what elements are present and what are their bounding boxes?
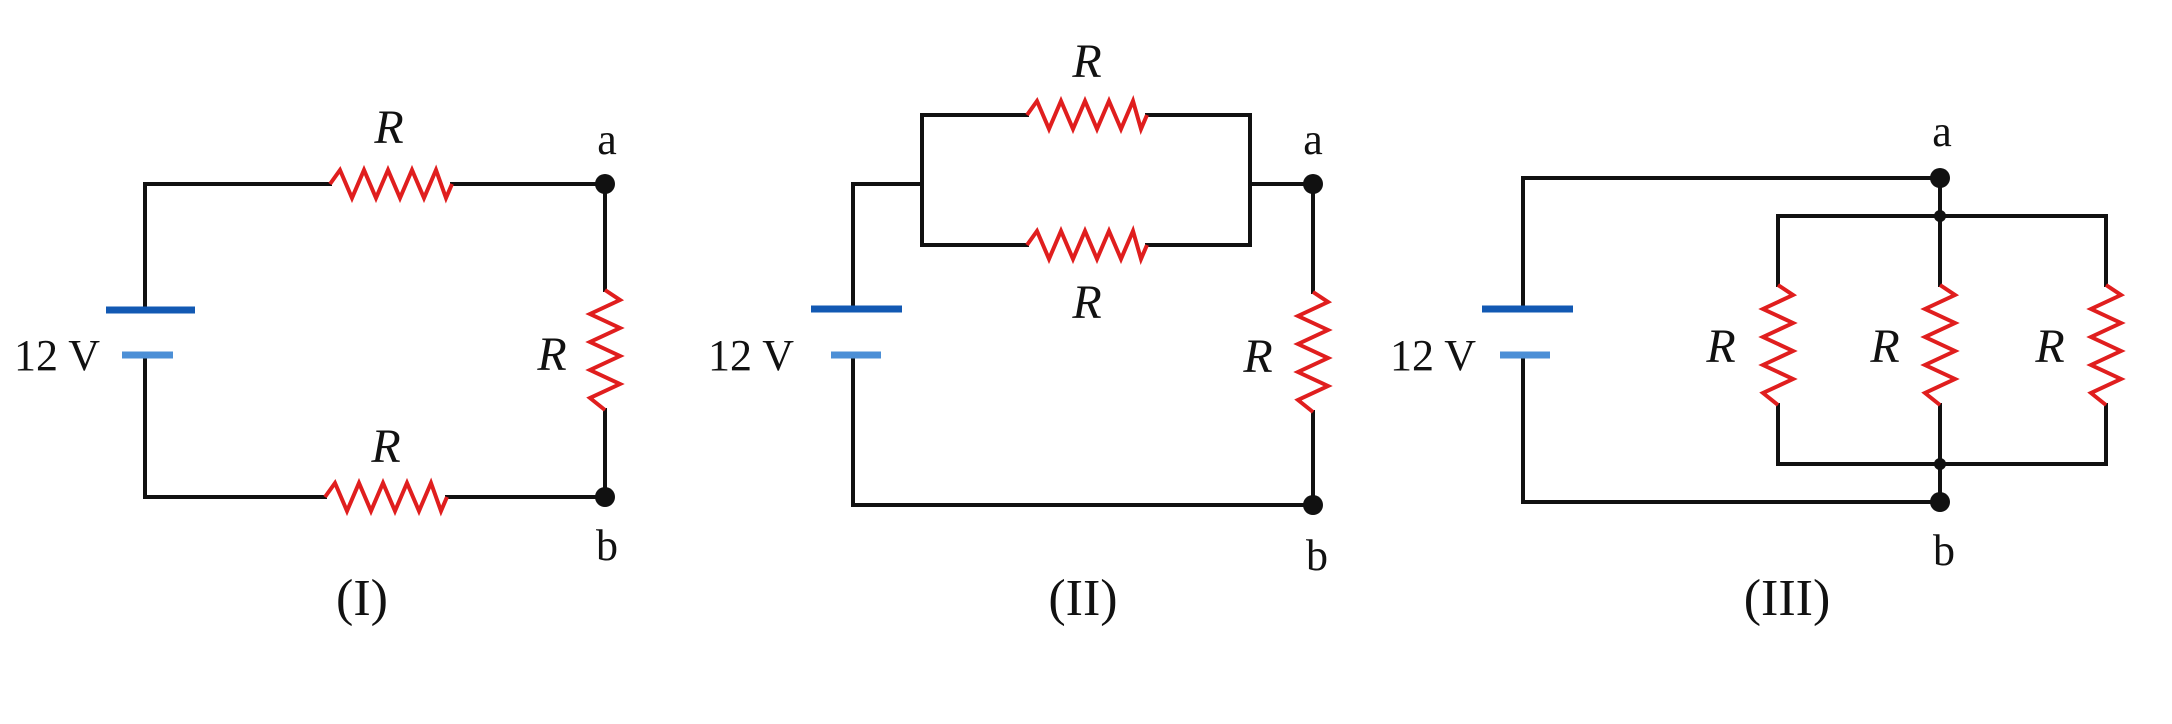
circuit-3-junction-bottom bbox=[1934, 458, 1946, 470]
circuit-3-resistor-left bbox=[1758, 283, 1798, 407]
circuit-2-wire-bottom bbox=[851, 353, 1315, 507]
circuit-3-resistor-middle-label: R bbox=[1869, 320, 1899, 373]
circuit-2-resistor-middle-label: R bbox=[1071, 276, 1101, 329]
circuit-1-resistor-right bbox=[585, 288, 625, 412]
circuit-2-resistor-middle bbox=[1025, 225, 1149, 265]
circuit-2-resistor-right-label: R bbox=[1242, 330, 1272, 383]
circuit-2-terminal-b-label: b bbox=[1306, 531, 1328, 580]
circuit-1-resistor-right-label: R bbox=[536, 328, 566, 381]
circuit-1-battery-label: 12 V bbox=[14, 331, 100, 380]
circuit-3-terminal-b-label: b bbox=[1933, 526, 1955, 575]
circuit-2-resistor-right bbox=[1293, 290, 1333, 414]
circuit-1-terminal-b-label: b bbox=[596, 521, 618, 570]
circuit-2-wire-left-upper bbox=[851, 182, 924, 310]
circuit-3-resistor-right bbox=[2086, 283, 2126, 407]
circuit-1-resistor-bottom-label: R bbox=[370, 420, 400, 473]
circuit-1-resistor-bottom bbox=[323, 477, 449, 517]
circuit-1-terminal-a-label: a bbox=[597, 115, 617, 164]
circuit-1-caption: (I) bbox=[336, 570, 388, 627]
circuit-3-wire-left-upper bbox=[1521, 176, 1942, 310]
circuit-3-node-b bbox=[1930, 492, 1950, 512]
circuit-2: R R R 12 V a b (II) bbox=[708, 35, 1333, 627]
circuit-1-resistor-top-label: R bbox=[373, 101, 403, 154]
circuit-3-terminal-a-label: a bbox=[1932, 107, 1952, 156]
circuit-3-node-a bbox=[1930, 168, 1950, 188]
circuit-2-battery-label: 12 V bbox=[708, 331, 794, 380]
circuit-3-resistor-right-label: R bbox=[2034, 320, 2064, 373]
circuit-3-battery-label: 12 V bbox=[1390, 331, 1476, 380]
circuit-3: R R R 12 V a b (III) bbox=[1390, 107, 2126, 627]
circuit-2-node-a bbox=[1303, 174, 1323, 194]
circuit-3-resistor-middle bbox=[1920, 283, 1960, 407]
circuit-2-resistor-top bbox=[1025, 95, 1149, 135]
circuit-3-resistor-left-label: R bbox=[1705, 320, 1735, 373]
circuit-1-wire-bottom-left bbox=[143, 354, 327, 499]
circuit-1-node-b bbox=[595, 487, 615, 507]
circuit-1-resistor-top bbox=[328, 164, 454, 204]
circuit-2-resistor-top-label: R bbox=[1071, 35, 1101, 88]
circuit-2-caption: (II) bbox=[1048, 570, 1117, 627]
circuit-1: R R R 12 V a b (I) bbox=[14, 101, 625, 627]
circuit-3-junction-top bbox=[1934, 210, 1946, 222]
circuit-1-node-a bbox=[595, 174, 615, 194]
circuit-2-node-b bbox=[1303, 495, 1323, 515]
circuit-3-wire-left-lower bbox=[1521, 353, 1942, 504]
circuit-1-wire-top bbox=[143, 182, 332, 307]
circuit-2-terminal-a-label: a bbox=[1303, 115, 1323, 164]
circuit-3-caption: (III) bbox=[1744, 570, 1831, 627]
